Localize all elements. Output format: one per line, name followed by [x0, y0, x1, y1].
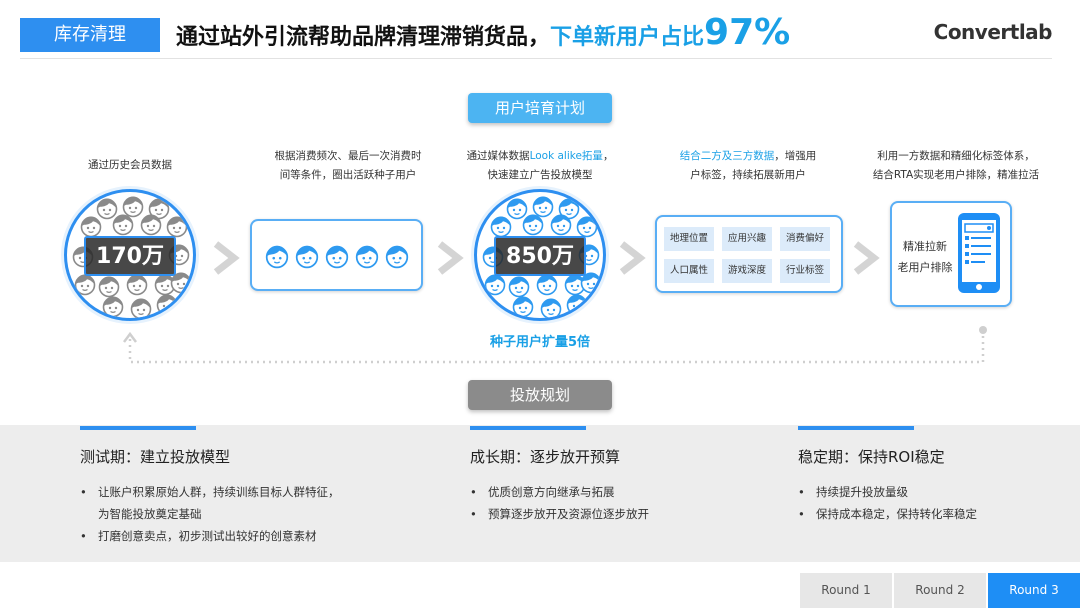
chevron-right-icon — [853, 241, 880, 275]
seed-expansion-caption: 种子用户扩量5倍 — [490, 335, 591, 350]
cultivation-pill: 用户培育计划 — [468, 93, 612, 123]
feedback-loop-line — [123, 326, 987, 364]
tab-round-1[interactable]: Round 1 — [800, 573, 892, 608]
tab-round-2[interactable]: Round 2 — [894, 573, 986, 608]
phase-growth: 成长期：逐步放开预算 •优质创意方向继承与拓展 •预算逐步放开及资源位逐步放开 — [470, 426, 649, 525]
phase-stable: 稳定期：保持ROI稳定 •持续提升投放量级 •保持成本稳定，保持转化率稳定 — [798, 426, 977, 525]
step2-description: 根据消费频次、最后一次消费时 间等条件，圈出活跃种子用户 — [274, 150, 422, 181]
user-face-icon — [147, 196, 171, 224]
user-face-icon — [129, 296, 153, 318]
user-face-icon — [169, 270, 193, 298]
user-face-icon — [97, 274, 121, 302]
phase-bullet: •预算逐步放开及资源位逐步放开 — [470, 507, 649, 521]
user-face-icon — [549, 212, 573, 240]
user-face-icon — [111, 212, 135, 240]
tag-game-depth: 游戏深度 — [722, 259, 772, 283]
phase-accent-bar — [798, 426, 914, 430]
phase-title: 稳定期：保持ROI稳定 — [798, 448, 945, 466]
brand-logo: Convertlab — [933, 20, 1053, 44]
tab-round-3[interactable]: Round 3 — [988, 573, 1080, 608]
user-face-icon — [121, 194, 145, 222]
chevron-right-icon — [437, 241, 464, 275]
header-divider — [20, 58, 1052, 59]
user-face-icon — [557, 196, 581, 224]
user-face-icon — [79, 214, 103, 242]
phase-bullet: •优质创意方向继承与拓展 — [470, 485, 615, 499]
tag-consumption-preference: 消费偏好 — [780, 227, 830, 251]
phase-bullet: •保持成本稳定，保持转化率稳定 — [798, 507, 977, 521]
user-face-icon — [324, 243, 350, 273]
user-face-icon — [264, 243, 290, 273]
phase-bullet: •持续提升投放量级 — [798, 485, 908, 499]
user-face-icon — [511, 294, 535, 318]
step1-description: 通过历史会员数据 — [88, 159, 172, 171]
user-face-icon — [483, 272, 507, 300]
user-face-icon — [505, 196, 529, 224]
phase-accent-bar — [470, 426, 586, 430]
planning-band — [0, 425, 1080, 562]
user-face-icon — [155, 292, 179, 318]
user-face-icon — [165, 214, 189, 242]
headline-number: 97% — [704, 12, 791, 53]
phase-title: 成长期：逐步放开预算 — [470, 448, 621, 466]
user-face-icon — [95, 196, 119, 224]
step4-description: 结合二方及三方数据，增强用 户标签，持续拓展新用户 — [679, 150, 817, 181]
phase-bullet: •打磨创意卖点，初步测试出较好的创意素材 — [80, 529, 317, 543]
chevron-right-icon — [619, 241, 646, 275]
tag-app-interest: 应用兴趣 — [722, 227, 772, 251]
page-headline: 通过站外引流帮助品牌清理滞销货品， 下单新用户占比 97% — [176, 12, 790, 58]
user-face-icon — [531, 194, 555, 222]
user-face-icon — [384, 243, 410, 273]
tag-location: 地理位置 — [664, 227, 714, 251]
user-face-icon — [575, 214, 599, 242]
user-face-icon — [521, 212, 545, 240]
section-tag: 库存清理 — [20, 18, 160, 52]
phase-test: 测试期：建立投放模型 •让账户积累原始人群，持续训练目标人群特征，为智能投放奠定… — [80, 426, 340, 547]
user-face-icon — [139, 212, 163, 240]
round-tabs: Round 1 Round 2 Round 3 — [798, 573, 1080, 608]
member-count-badge: 170万 — [84, 236, 176, 276]
smartphone-icon — [958, 213, 1000, 293]
headline-highlight: 下单新用户占比 — [550, 25, 705, 50]
step3-description: 通过媒体数据Look alike拓量， 快速建立广告投放模型 — [466, 150, 614, 181]
historical-members-circle — [64, 189, 196, 321]
tag-industry: 行业标签 — [780, 259, 830, 283]
user-face-icon — [539, 296, 563, 318]
precise-targeting-label: 精准拉新 老用户排除 — [897, 240, 953, 274]
expanded-count-badge: 850万 — [494, 236, 586, 276]
user-face-icon — [565, 292, 589, 318]
phase-accent-bar — [80, 426, 196, 430]
user-face-icon — [101, 294, 125, 318]
user-face-icon — [73, 272, 97, 300]
seed-users-card — [250, 219, 423, 291]
headline-text: 通过站外引流帮助品牌清理滞销货品， — [176, 25, 551, 50]
user-face-icon — [507, 274, 531, 302]
step5-description: 利用一方数据和精细化标签体系， 结合RTA实现老用户排除，精准拉活 — [872, 150, 1040, 181]
user-face-icon — [354, 243, 380, 273]
tag-demographics: 人口属性 — [664, 259, 714, 283]
phase-bullet: •让账户积累原始人群，持续训练目标人群特征，为智能投放奠定基础 — [80, 485, 340, 521]
user-face-icon — [579, 270, 603, 298]
planning-pill: 投放规划 — [468, 380, 612, 410]
phase-title: 测试期：建立投放模型 — [80, 448, 231, 466]
user-face-icon — [294, 243, 320, 273]
chevron-right-icon — [213, 241, 240, 275]
